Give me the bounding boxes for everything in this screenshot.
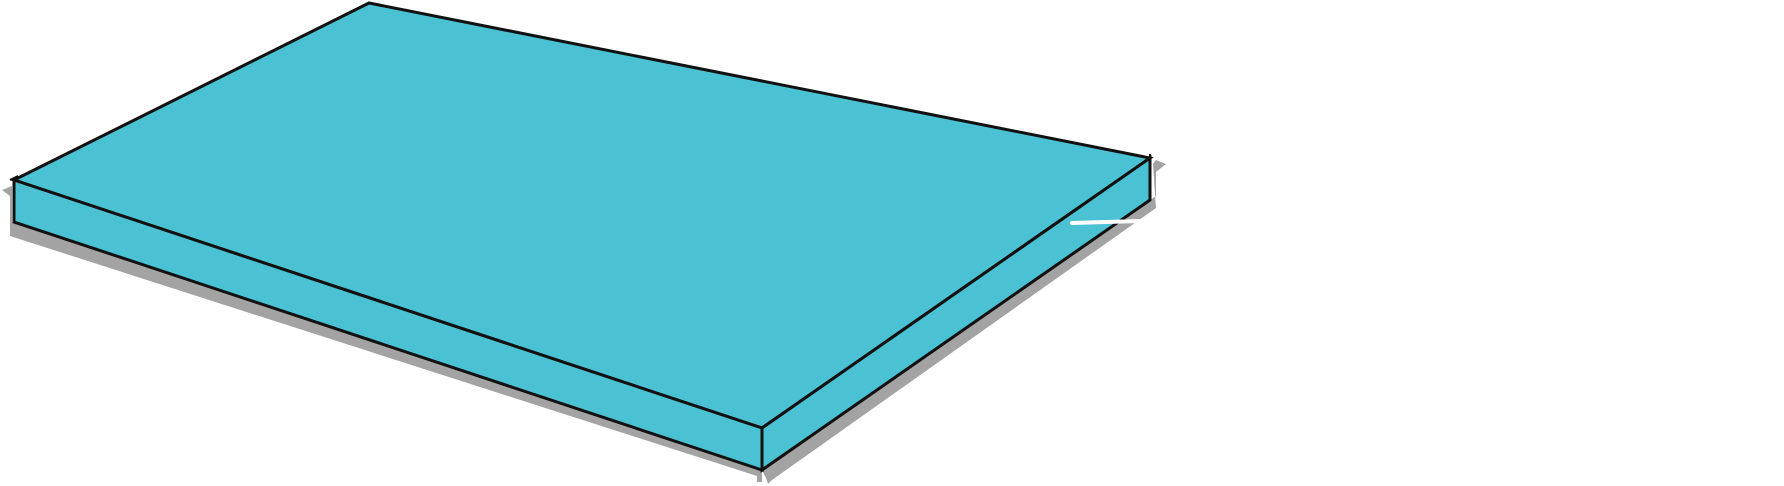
highlight-stroke <box>1070 219 1142 225</box>
slab <box>10 1 1154 473</box>
slab-side-face <box>760 155 1152 473</box>
shadow-right-face <box>762 160 1166 484</box>
corner-ticks <box>9 154 1151 181</box>
corner-tick-left <box>9 175 19 181</box>
